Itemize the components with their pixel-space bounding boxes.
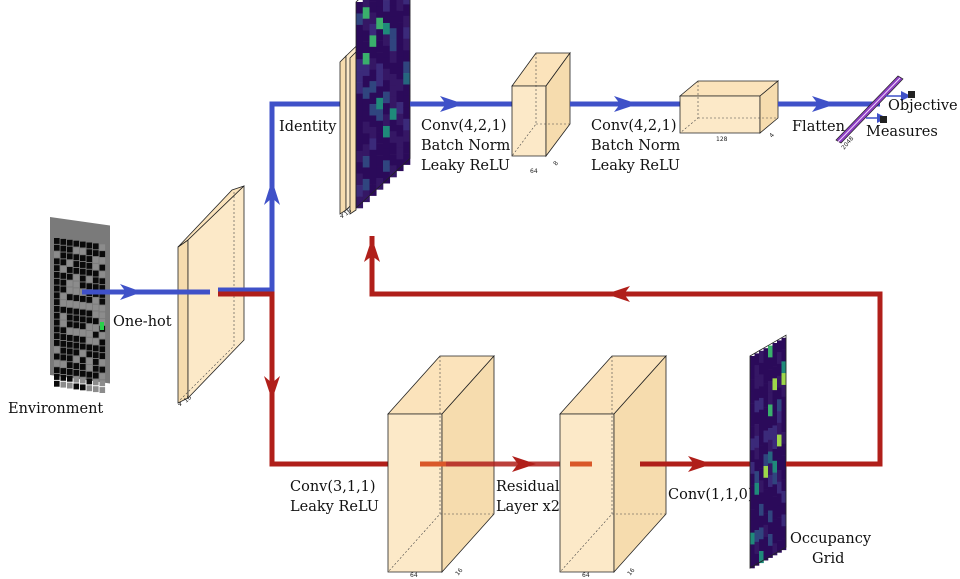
conv311-dim-b: 16 — [454, 567, 464, 577]
input-dim-size: 16 — [183, 394, 193, 404]
occupancy-line-2: Grid — [812, 551, 844, 567]
residual-dim-b: 16 — [626, 567, 636, 577]
residual-text: Residual Layer x2 — [496, 479, 560, 515]
conv1-dim-a: 64 — [530, 168, 538, 175]
residual-block: 64 16 — [559, 354, 667, 579]
output-heads: Objective Measures — [866, 91, 958, 140]
conv2-line-3: Leaky ReLU — [591, 158, 680, 174]
arrowhead-conv1 — [440, 96, 464, 112]
red-feedback-loop — [369, 236, 883, 467]
flatten-label: Flatten — [792, 119, 845, 135]
one-hot-block: 4 16 — [177, 185, 245, 408]
conv311-line-2: Leaky ReLU — [290, 499, 379, 515]
arrowhead-conv2 — [614, 96, 638, 112]
conv2-block: 128 4 — [678, 80, 780, 143]
red-arrowhead-up-identity — [364, 238, 380, 262]
conv2-line-2: Batch Norm — [591, 138, 681, 154]
occupancy-text: Occupancy Grid — [790, 531, 872, 567]
conv110-label: Conv(1,1,0) — [668, 487, 754, 503]
red-path-down — [218, 291, 420, 467]
residual-dim-a: 64 — [582, 572, 590, 579]
conv1-dim-b: 8 — [552, 160, 560, 168]
objective-node — [908, 91, 915, 98]
identity-dim-size: 16 — [343, 207, 353, 217]
conv2-line-1: Conv(4,2,1) — [591, 118, 677, 134]
conv1-text: Conv(4,2,1) Batch Norm Leaky ReLU — [421, 118, 511, 174]
one-hot-label: One-hot — [113, 314, 172, 330]
conv311-text: Conv(3,1,1) Leaky ReLU — [290, 479, 379, 515]
conv1-line-2: Batch Norm — [421, 138, 511, 154]
conv2-dim-b: 4 — [768, 132, 776, 140]
conv1-block: 64 8 — [511, 51, 571, 175]
conv1-line-3: Leaky ReLU — [421, 158, 510, 174]
measures-node — [880, 116, 887, 123]
measures-label: Measures — [866, 124, 938, 140]
red-arrowhead-conv110 — [688, 456, 712, 472]
identity-label: Identity — [279, 119, 337, 135]
environment-label: Environment — [8, 401, 103, 417]
identity-dim-channels: 4 — [340, 213, 344, 220]
arrowhead-one-hot — [120, 284, 142, 300]
residual-line-1: Residual — [496, 479, 560, 495]
red-arrowhead-residual — [512, 456, 536, 472]
arrowhead-up — [264, 180, 280, 205]
environment-maze — [50, 217, 110, 393]
conv2-dim-a: 128 — [716, 136, 728, 143]
red-arrowhead-down — [264, 376, 280, 400]
conv311-block: 64 16 — [387, 354, 495, 579]
conv1-line-1: Conv(4,2,1) — [421, 118, 507, 134]
conv311-dim-a: 64 — [410, 572, 418, 579]
arrowhead-flatten — [812, 96, 836, 112]
red-arrowhead-feedback — [606, 286, 630, 302]
residual-line-2: Layer x2 — [496, 499, 560, 515]
conv311-line-1: Conv(3,1,1) — [290, 479, 376, 495]
conv2-text: Conv(4,2,1) Batch Norm Leaky ReLU — [591, 118, 681, 174]
objective-label: Objective — [888, 98, 958, 114]
occupancy-line-1: Occupancy — [790, 531, 872, 547]
occupancy-grid — [749, 334, 787, 569]
input-dim-channels: 4 — [178, 401, 182, 408]
identity-block: 4 16 — [339, 0, 411, 220]
